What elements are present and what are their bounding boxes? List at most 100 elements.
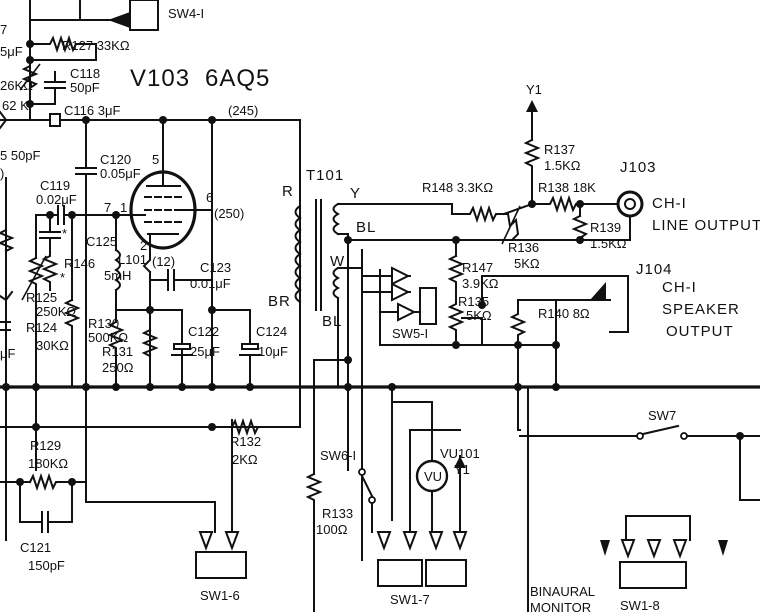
r137-label: R137 [544, 142, 575, 157]
l101-label: L101 [118, 252, 147, 267]
c123-value: 0.01μF [190, 276, 231, 291]
cathode-voltage-label: (12) [152, 254, 175, 269]
j103-label: J103 [620, 159, 657, 176]
r132-resistor [211, 417, 301, 437]
j103-jack [579, 190, 644, 241]
j103-line1: CH-I [652, 195, 687, 212]
tube-pin-5: 5 [152, 152, 159, 167]
r148-label: R148 3.3KΩ [422, 180, 493, 195]
tube-pin-1: 1 [120, 200, 127, 215]
r139-label: R139 [590, 220, 621, 235]
r127-resistor [29, 34, 97, 61]
binaural-wiring [527, 386, 691, 612]
c119-label: C119 [40, 178, 70, 193]
tube-type: 6AQ5 [205, 65, 270, 92]
r137-resistor [523, 100, 541, 205]
c121-label: C121 [20, 540, 51, 555]
r129-value: 180KΩ [28, 456, 68, 471]
r124-value: 30KΩ [36, 338, 69, 353]
tube-pin-6: 6 [206, 190, 213, 205]
left-fragment-7: 7 [0, 22, 7, 37]
c118-value: 50pF [70, 80, 100, 95]
r124-label: R124 [26, 320, 57, 335]
r133-resistor [305, 359, 349, 612]
r138-resistor [531, 194, 617, 214]
r124-resistor [63, 214, 81, 388]
t101-sec-bl1: BL [356, 219, 376, 236]
r131-resistor [141, 328, 159, 358]
r131-value: 250Ω [102, 360, 134, 375]
r129-label: R129 [30, 438, 61, 453]
r146-star: * [60, 270, 65, 285]
r138-label: R138 18K [538, 180, 596, 195]
c122-label: C122 [188, 324, 219, 339]
c120-label: C120 [100, 152, 131, 167]
j104-jack [590, 275, 629, 333]
j103-line2: LINE OUTPUT [652, 217, 760, 234]
c125-star: * [62, 226, 67, 241]
c120-value: 0.05μF [100, 166, 141, 181]
speaker-network [361, 266, 611, 431]
c121-value: 150pF [28, 558, 65, 573]
c123-capacitor [149, 269, 213, 291]
j104-line3: OUTPUT [666, 323, 734, 340]
c118-capacitor [44, 71, 66, 105]
c119-value: 0.02μF [36, 192, 77, 207]
sw1-7-switch [376, 531, 468, 587]
c116-capacitor [0, 110, 301, 130]
tube-pin-7: 7 [104, 200, 111, 215]
vu101-y1: Y1 [454, 462, 470, 477]
r136-potentiometer [501, 202, 534, 245]
r136-label: R136 [508, 240, 539, 255]
c120-capacitor [75, 119, 97, 388]
t101-label: T101 [306, 167, 344, 184]
j104-line1: CH-I [662, 279, 697, 296]
c124-label: C124 [256, 324, 287, 339]
j104-label: J104 [636, 261, 673, 278]
r132-value: 2KΩ [232, 452, 258, 467]
r137-value: 1.5KΩ [544, 158, 581, 173]
left-fragment-uf: μF [0, 346, 15, 361]
r139-resistor [571, 203, 589, 241]
c122-capacitor [171, 343, 193, 356]
c118-label: C118 [70, 66, 100, 81]
t101-sec-y: Y [350, 185, 361, 202]
c125-capacitor [39, 214, 61, 253]
sw7-label: SW7 [648, 408, 676, 423]
t101-primary-r: R [282, 183, 294, 200]
j104-line2: SPEAKER [662, 301, 740, 318]
screen-voltage-label: (250) [214, 206, 244, 221]
junction-dots [2, 40, 744, 486]
r147-resistor [447, 239, 465, 293]
sw4-label: SW4-I [168, 6, 204, 21]
r135-value: 5KΩ [466, 308, 492, 323]
tube-pin-2: 2 [140, 238, 147, 253]
r131-label: R131 [102, 344, 133, 359]
r126-value: 26KΩ [0, 78, 33, 93]
sw6-switch [347, 386, 376, 533]
vu101-symbol: VU [424, 469, 442, 484]
l101-value: 5mH [104, 268, 131, 283]
sw1-7-label: SW1-7 [390, 592, 430, 607]
r125-label: R125 [26, 290, 57, 305]
sw4-area [29, 0, 159, 121]
binaural-line1: BINAURAL [530, 584, 595, 599]
left-fragment-paren: ) [0, 166, 4, 181]
r147-label: R147 [462, 260, 493, 275]
sw1-6-label: SW1-6 [200, 588, 240, 603]
r146-label: R146 [64, 256, 95, 271]
r127-label: R127 33KΩ [62, 38, 130, 53]
sw5-label: SW5-I [392, 326, 428, 341]
left-fragment-5-50pf: 5 50pF [0, 148, 41, 163]
r135-potentiometer [447, 291, 483, 346]
l101-inductor [114, 214, 121, 311]
r130-value: 500KΩ [88, 330, 128, 345]
sw1-8-switch [600, 539, 728, 589]
r147-value: 3.9KΩ [462, 276, 499, 291]
sw7-switch [517, 424, 760, 501]
vu101-label: VU101 [440, 446, 480, 461]
t101-primary-br: BR [268, 293, 291, 310]
r133-label: R133 [322, 506, 353, 521]
c124-capacitor [211, 309, 261, 388]
